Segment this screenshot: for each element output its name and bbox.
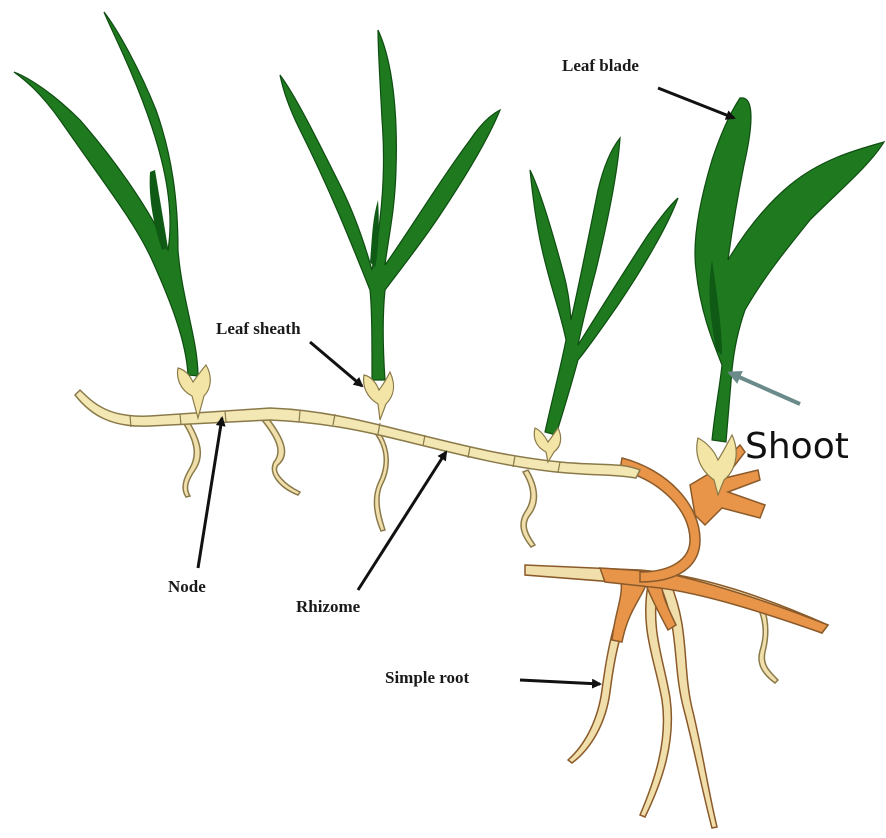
label-shoot: Shoot: [745, 426, 849, 467]
label-leaf-sheath: Leaf sheath: [216, 319, 301, 338]
node-arrow: [198, 418, 222, 568]
root-1: [183, 420, 200, 497]
leaf-sheath-arrow: [310, 342, 362, 386]
shoot-arrow: [730, 373, 800, 404]
shoot-2: [280, 30, 500, 420]
leaf-blade-arrow: [658, 88, 734, 118]
root-5: [759, 608, 778, 683]
rhizome-arrow: [358, 452, 446, 590]
shoot-1: [14, 12, 210, 418]
label-leaf-blade: Leaf blade: [562, 56, 639, 75]
label-node: Node: [168, 577, 206, 596]
shoot-3: [530, 138, 678, 462]
root-3: [374, 430, 388, 531]
root-4: [521, 470, 537, 547]
label-rhizome: Rhizome: [296, 597, 361, 616]
root-2: [262, 418, 300, 495]
simple-root-arrow: [520, 680, 600, 684]
root-cluster: [525, 445, 828, 828]
label-simple-root: Simple root: [385, 668, 470, 687]
